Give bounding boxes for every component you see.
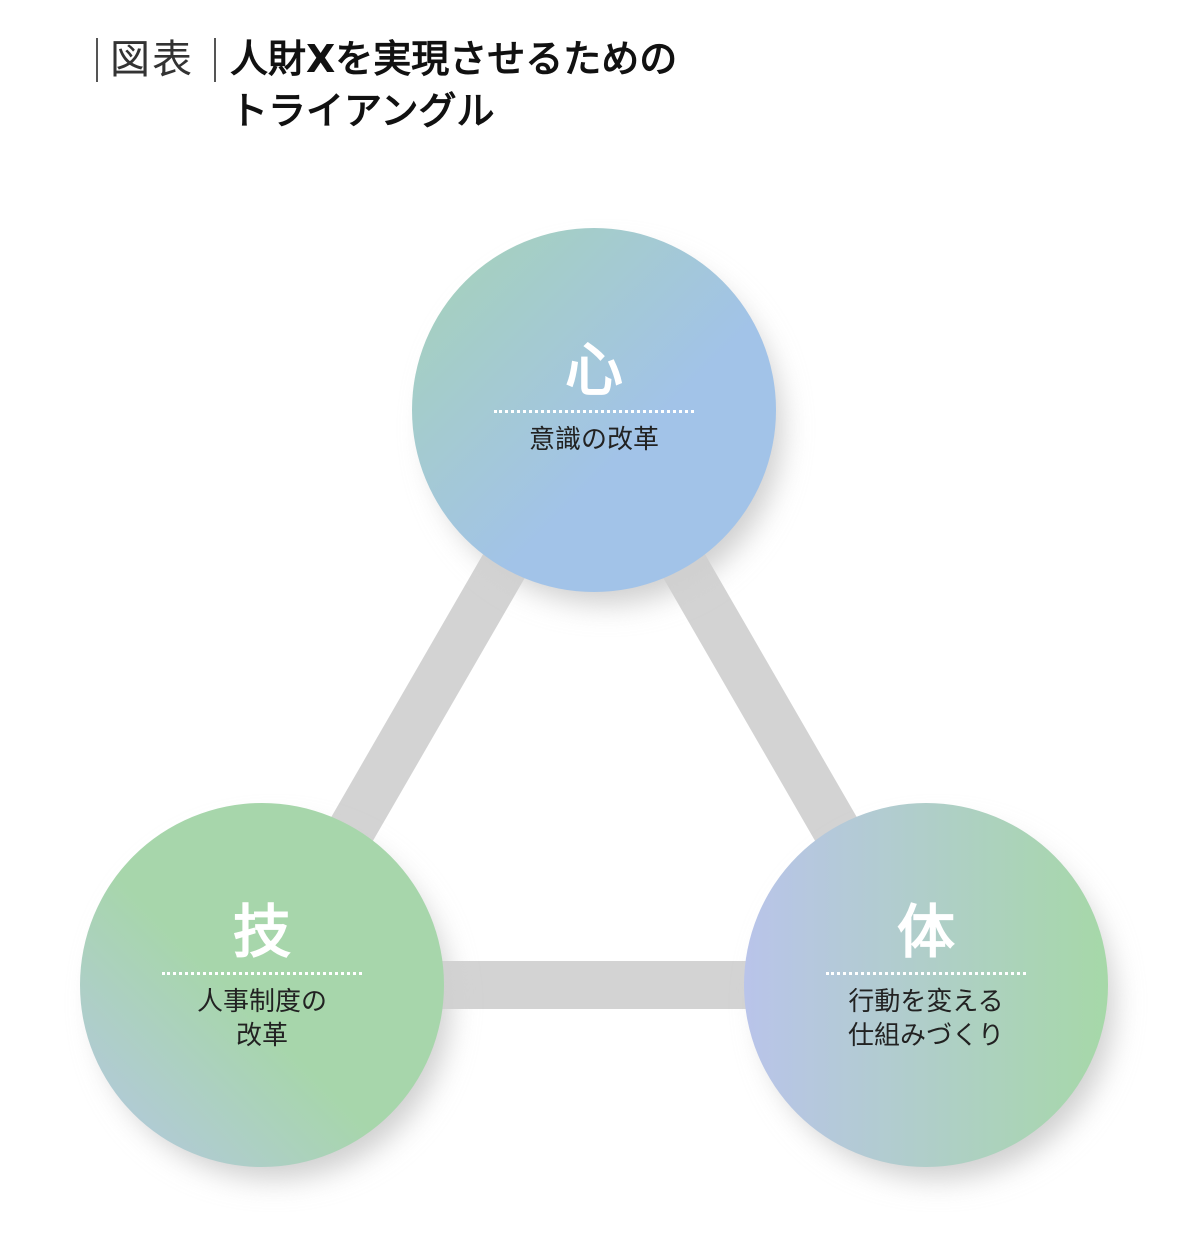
node-right-divider (826, 972, 1026, 975)
node-circle-left (80, 803, 444, 1167)
node-top: 心 意識の改革 (444, 338, 744, 457)
node-right: 体 行動を変える 仕組みづくり (776, 900, 1076, 1053)
node-circle-right (744, 803, 1108, 1167)
node-top-divider (494, 410, 694, 413)
node-top-kanji: 心 (564, 336, 623, 404)
figure-title-line-2: トライアングル (230, 89, 495, 133)
header-bar-left (96, 38, 98, 82)
node-left-kanji: 技 (232, 898, 291, 966)
node-right-kanji: 体 (896, 898, 955, 966)
node-left-caption: 人事制度の 改革 (196, 987, 327, 1051)
figure-header: 図表 人財Xを実現させるための トライアングル (96, 30, 996, 140)
figure-label: 図表 (110, 37, 194, 83)
node-left-divider (162, 972, 362, 975)
header-bar-right (214, 38, 216, 82)
node-left: 技 人事制度の 改革 (112, 900, 412, 1053)
node-top-caption: 意識の改革 (528, 425, 659, 455)
figure-title-line-1: 人財Xを実現させるための (230, 37, 678, 81)
node-right-caption: 行動を変える 仕組みづくり (847, 987, 1004, 1051)
